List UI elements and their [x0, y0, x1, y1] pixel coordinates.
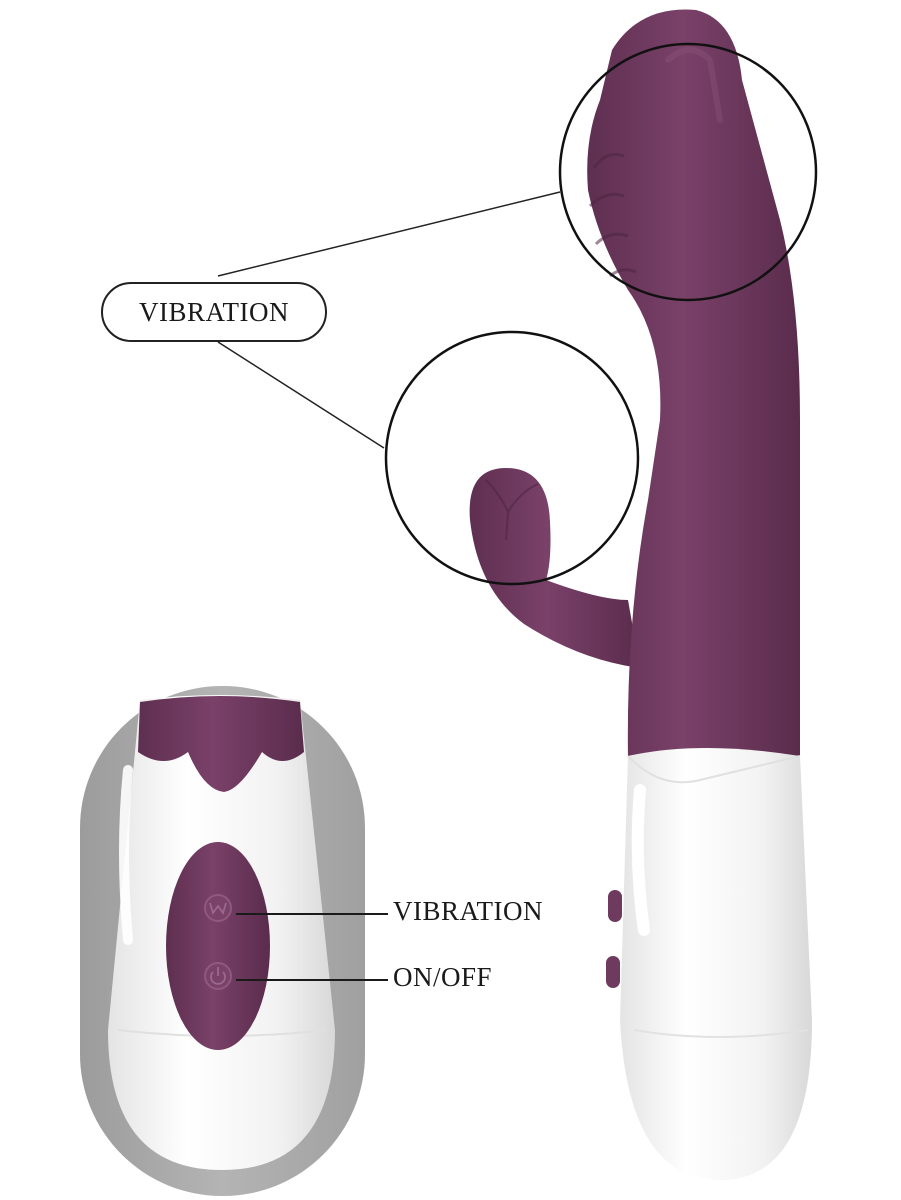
power-icon [210, 971, 226, 985]
product-handle [620, 748, 812, 1180]
handle-seam [633, 1029, 809, 1038]
vibration-callout-pill: VIBRATION [101, 282, 327, 342]
handle-highlight [631, 784, 650, 936]
shaft [587, 9, 800, 760]
on-off-button[interactable] [204, 962, 232, 990]
tip-callout-circle [558, 42, 818, 302]
arm-callout-circle [384, 330, 640, 586]
remote-onoff-label: ON/OFF [393, 962, 493, 992]
shaft-ridges [588, 153, 637, 278]
vibration-callout-label: VIBRATION [139, 296, 289, 327]
side-button-bottom[interactable] [606, 956, 620, 988]
remote-control [80, 686, 388, 1196]
remote-top-cap [138, 696, 304, 792]
tip-leader-line [217, 191, 561, 277]
vibration-mode-button[interactable] [204, 894, 232, 922]
arm-tip-detail [485, 479, 539, 541]
side-button-top[interactable] [608, 890, 622, 922]
arm-leader-line [217, 341, 385, 449]
clitoral-arm [469, 468, 640, 668]
remote-highlight [119, 765, 133, 945]
handle-collar [627, 755, 801, 784]
shaft-sheen [665, 47, 723, 123]
mode-icon [209, 902, 227, 916]
remote-vibration-label: VIBRATION [393, 896, 543, 926]
callouts [217, 42, 818, 586]
main-product [469, 9, 812, 1180]
mode-icon-circle [204, 894, 232, 922]
remote-button-panel [166, 842, 270, 1050]
